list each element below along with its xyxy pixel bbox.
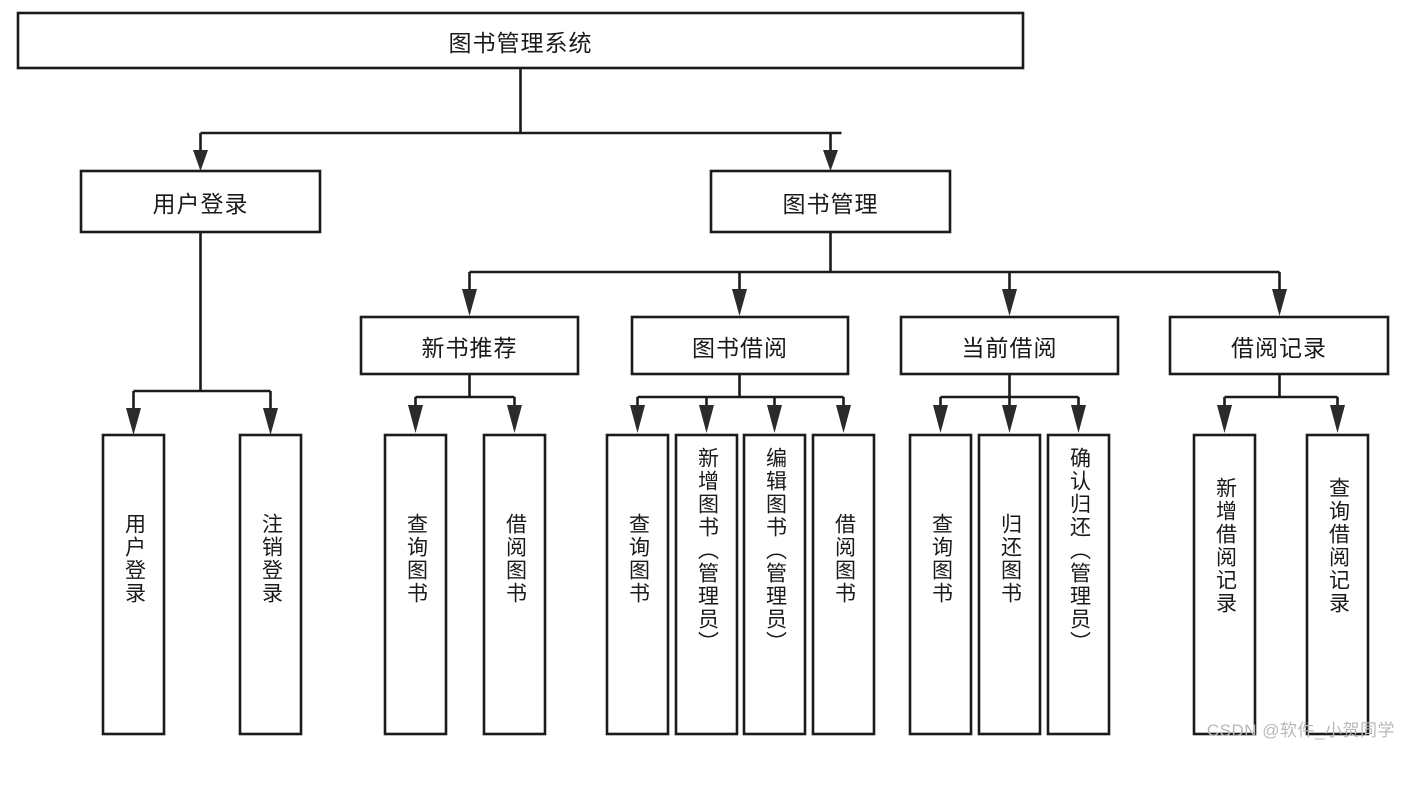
node-leaf-box-cb-2[interactable] bbox=[1046, 433, 1111, 736]
node-leaf-box-cb-0[interactable] bbox=[908, 433, 973, 736]
arrowhead-bb-leaf-2 bbox=[699, 405, 714, 433]
arrowhead-new-book-recommend bbox=[462, 289, 477, 316]
arrowhead-nbr-leaf-1 bbox=[408, 405, 423, 433]
node-leaf-box-bb-0[interactable] bbox=[605, 433, 670, 736]
arrowhead-cb-leaf-3 bbox=[1071, 405, 1086, 433]
arrowhead-cb-leaf-2 bbox=[1002, 405, 1017, 433]
arrowhead-br-leaf-2 bbox=[1330, 405, 1345, 433]
node-root-box[interactable] bbox=[16, 11, 1025, 70]
arrowhead-book-manage bbox=[823, 150, 838, 171]
node-borrow-record-box[interactable] bbox=[1168, 315, 1390, 376]
arrowhead-leaf-logout bbox=[263, 408, 278, 435]
arrowhead-borrow-record bbox=[1272, 289, 1287, 316]
node-leaf-box-user-login-0[interactable] bbox=[101, 433, 166, 736]
node-leaf-box-bb-3[interactable] bbox=[811, 433, 876, 736]
arrowhead-book-borrow bbox=[732, 289, 747, 316]
node-leaf-box-nbr-0[interactable] bbox=[383, 433, 448, 736]
node-new-book-recommend-box[interactable] bbox=[359, 315, 580, 376]
node-leaf-box-bb-1[interactable] bbox=[674, 433, 739, 736]
diagram-svg bbox=[16, 11, 1390, 736]
arrowhead-current-borrow bbox=[1002, 289, 1017, 316]
arrowhead-cb-leaf-1 bbox=[933, 405, 948, 433]
node-leaf-box-nbr-1[interactable] bbox=[482, 433, 547, 736]
diagram-canvas: 图书管理系统 用户登录 图书管理 新书推荐 图书借阅 当前借阅 借阅记录 用户登… bbox=[16, 11, 1395, 740]
arrowhead-bb-leaf-3 bbox=[767, 405, 782, 433]
arrowhead-user-login bbox=[193, 150, 208, 171]
node-current-borrow-box[interactable] bbox=[899, 315, 1120, 376]
arrowhead-bb-leaf-4 bbox=[836, 405, 851, 433]
node-leaf-box-user-login-1[interactable] bbox=[238, 433, 303, 736]
node-leaf-box-bb-2[interactable] bbox=[742, 433, 807, 736]
node-leaf-box-br-1[interactable] bbox=[1305, 433, 1370, 736]
arrowhead-leaf-user-login bbox=[126, 408, 141, 435]
node-leaf-box-br-0[interactable] bbox=[1192, 433, 1257, 736]
arrowhead-nbr-leaf-2 bbox=[507, 405, 522, 433]
arrowhead-bb-leaf-1 bbox=[630, 405, 645, 433]
node-user-login-box[interactable] bbox=[79, 169, 322, 234]
node-book-manage-box[interactable] bbox=[709, 169, 952, 234]
node-book-borrow-box[interactable] bbox=[630, 315, 850, 376]
node-leaf-box-cb-1[interactable] bbox=[977, 433, 1042, 736]
watermark: CSDN @软件_小贺同学 bbox=[1206, 721, 1395, 740]
arrowhead-br-leaf-1 bbox=[1217, 405, 1232, 433]
